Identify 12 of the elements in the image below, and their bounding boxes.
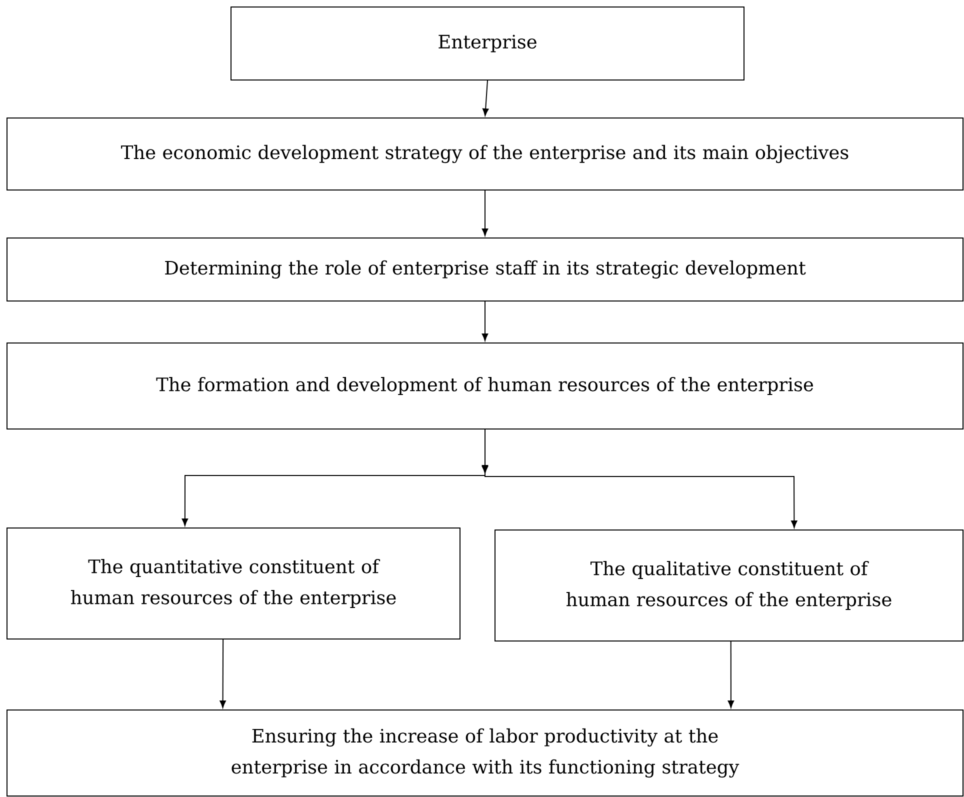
process-box: The formation and development of human resources of the enterprise <box>6 342 964 430</box>
arrow <box>482 80 489 116</box>
process-box: The qualitative constituent of human resources of the enterprise <box>494 530 964 642</box>
process-box: The quantitative constituent of human resources of the enterprise <box>6 528 460 640</box>
arrow <box>482 190 488 236</box>
arrow <box>220 639 226 708</box>
arrow <box>482 301 488 341</box>
process-box: Determining the role of enterprise staff in its strategic development <box>6 238 964 302</box>
process-box: The economic development strategy of the enterprise and its main objectives <box>6 118 964 190</box>
arrow <box>728 641 734 708</box>
process-box: Ensuring the increase of labor productivity at the enterprise in accordance with its functioning strategy <box>6 710 964 796</box>
process-box: Enterprise <box>230 6 744 80</box>
